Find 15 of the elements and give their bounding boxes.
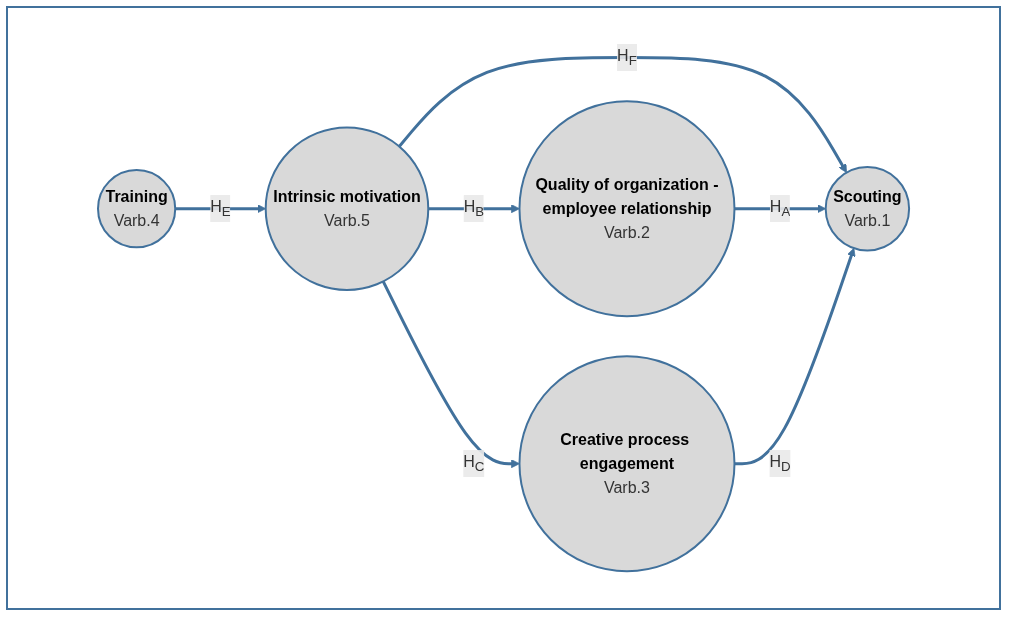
arrow: [734, 248, 856, 466]
node-circle: [518, 100, 736, 318]
edge-label: H$_{A}$: [769, 198, 791, 220]
edge-label: H$_{F}$: [617, 47, 637, 69]
frame-border: H$_{E}$ H$_{B}$ H$_{C}$ H$_{F}$ H$_{A}$ H$_{D}$ Training Varb.4 Intrinsic motivation Varb.5 Quality of organization -employee relationship Varb.2 Creative process engagement Varb.3 Scouting Varb.1: [6, 6, 1001, 610]
edge-label: H$_{E}$: [210, 198, 231, 220]
edge-label: H$_{D}$: [769, 453, 791, 475]
node-circle: [264, 126, 430, 292]
node-circle: [824, 166, 911, 252]
arrow: [398, 56, 847, 174]
node-circle: [96, 169, 177, 249]
arrow: [381, 281, 520, 469]
node-circle: [518, 355, 736, 573]
edge-label: H$_{B}$: [463, 198, 485, 220]
edge-label: H$_{C}$: [463, 453, 485, 475]
